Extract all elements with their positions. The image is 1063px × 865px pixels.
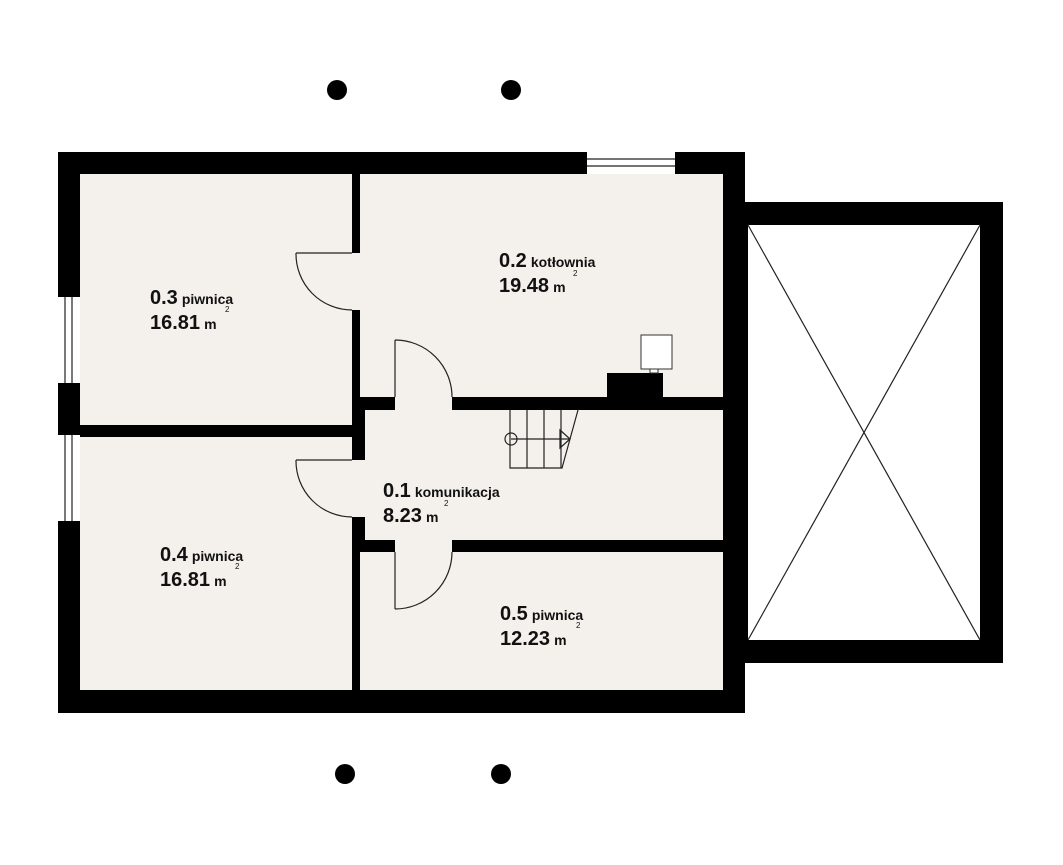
door-0-4 xyxy=(295,459,353,518)
door-opening xyxy=(395,396,452,411)
door-0-3 xyxy=(295,252,353,311)
column-marker xyxy=(491,764,511,784)
svg-text:2: 2 xyxy=(576,621,581,630)
svg-text:8.23m: 8.23m xyxy=(383,505,438,527)
svg-text:16.81m: 16.81m xyxy=(150,312,217,334)
window-left-lower xyxy=(58,435,80,521)
door-opening xyxy=(351,253,361,310)
room-0-4 xyxy=(80,437,352,690)
door-0-5 xyxy=(394,551,453,610)
chimney xyxy=(607,373,663,397)
room-0-5 xyxy=(360,552,723,690)
column-marker xyxy=(335,764,355,784)
svg-text:12.23m: 12.23m xyxy=(500,628,567,650)
window-top xyxy=(587,152,675,174)
boiler-pipe xyxy=(649,368,659,374)
svg-text:19.48m: 19.48m xyxy=(499,275,566,297)
svg-text:2: 2 xyxy=(235,562,240,571)
void-cross-line xyxy=(747,224,981,641)
room-0-3 xyxy=(80,174,352,425)
door-opening xyxy=(395,539,452,553)
column-marker xyxy=(501,80,521,100)
door-0-2 xyxy=(394,339,453,398)
svg-text:16.81m: 16.81m xyxy=(160,569,227,591)
svg-text:2: 2 xyxy=(444,499,449,508)
door-opening xyxy=(351,460,366,517)
boiler xyxy=(640,334,673,370)
window-left-upper xyxy=(58,297,80,383)
svg-text:2: 2 xyxy=(225,305,230,314)
stairs xyxy=(504,409,579,469)
column-marker xyxy=(327,80,347,100)
svg-text:2: 2 xyxy=(573,269,578,278)
